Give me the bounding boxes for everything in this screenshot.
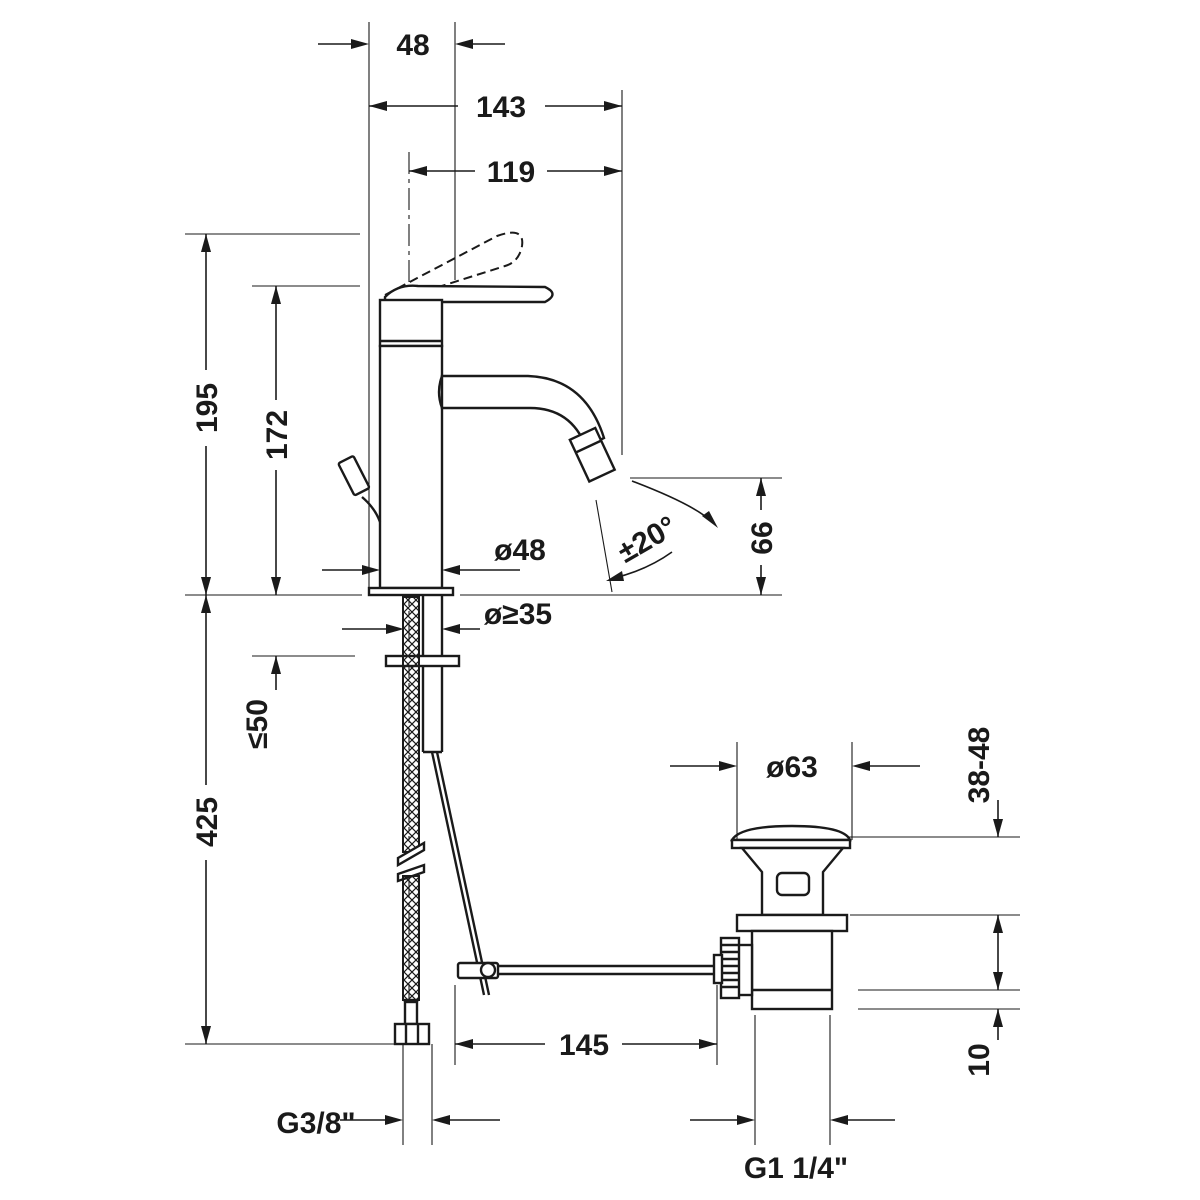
pull-rod-knob — [337, 455, 371, 497]
pull-rod — [430, 751, 486, 996]
dim-10 — [858, 989, 1020, 1040]
hose-nut — [393, 1022, 431, 1046]
dim-66 — [630, 477, 782, 595]
label-body-diameter: ø48 — [494, 534, 546, 567]
bidet-nozzle — [568, 426, 617, 484]
dim-dia48 — [322, 565, 520, 575]
base-flange — [367, 586, 455, 597]
label-spout-reach: 119 — [487, 156, 535, 189]
lever — [383, 284, 554, 304]
spout — [440, 374, 606, 449]
dim-38-48 — [848, 800, 1020, 990]
supply-hose — [402, 596, 420, 853]
label-hose-length: 425 — [191, 797, 224, 847]
label-overall-depth: 143 — [476, 91, 526, 124]
lever-raised-position — [384, 231, 524, 297]
waste-nut — [735, 913, 849, 933]
dim-g38 — [340, 1044, 500, 1145]
label-total-height: 195 — [191, 383, 224, 433]
label-supply-thread: G3/8" — [276, 1107, 355, 1140]
label-handle-offset: 48 — [396, 29, 429, 62]
label-deck-thickness: ≤50 — [241, 699, 274, 749]
waste-plug — [729, 824, 852, 842]
dim-g114 — [690, 1015, 895, 1145]
dim-119 — [409, 166, 622, 176]
waste-body — [750, 929, 834, 1011]
dim-max50 — [252, 655, 355, 690]
label-waste-diameter: ø63 — [766, 751, 818, 784]
dim-48 — [318, 22, 505, 595]
dim-143 — [369, 90, 623, 455]
label-spout-height: 172 — [261, 410, 294, 460]
dim-195 — [185, 233, 360, 595]
faucet-body — [378, 344, 444, 590]
fixing-washer — [384, 654, 461, 668]
label-waste-offset: 10 — [963, 1043, 996, 1076]
label-hole-diameter: ø≥35 — [484, 598, 552, 631]
dim-425 — [185, 595, 395, 1045]
dim-145 — [454, 985, 718, 1065]
waste-window — [775, 871, 811, 897]
dim-dia35 — [342, 597, 480, 634]
label-nozzle-swivel: ±20° — [612, 510, 682, 570]
label-rod-distance: 145 — [559, 1029, 609, 1062]
label-nozzle-height: 66 — [746, 521, 779, 554]
dim-172 — [252, 285, 360, 595]
dim-angle — [595, 480, 718, 593]
cartridge-cap — [378, 298, 444, 348]
faucet — [337, 152, 717, 1046]
dim-dia63 — [670, 742, 920, 840]
label-waste-thread: G1 1/4" — [744, 1152, 848, 1185]
pop-up-waste — [712, 824, 852, 1011]
label-basin-thickness: 38-48 — [963, 727, 996, 804]
